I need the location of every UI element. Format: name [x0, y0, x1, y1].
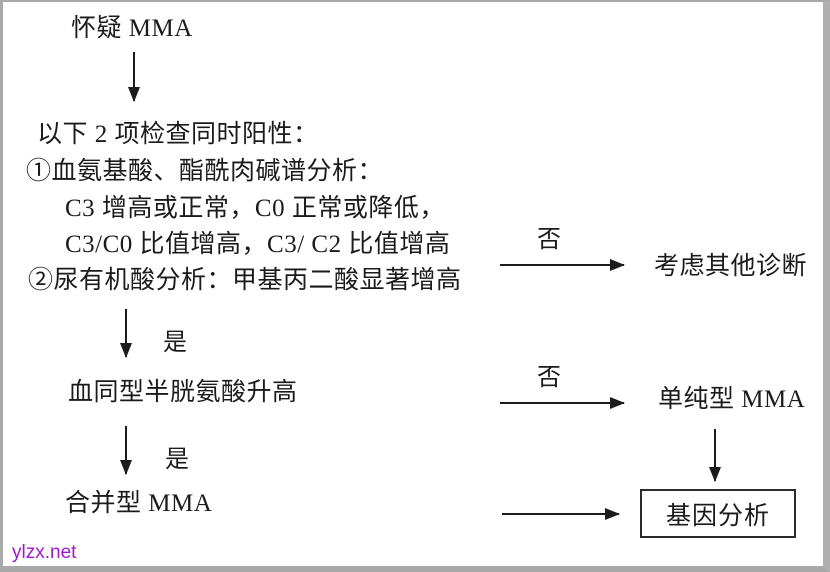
- node-combined-mma: 合并型 MMA: [65, 490, 213, 517]
- branch-label-yes-1: 是: [163, 330, 187, 356]
- node-gene-analysis-box: 基因分析: [640, 489, 796, 538]
- branch-label-no-1: 否: [537, 227, 561, 253]
- criteria-item-1-detail-a: C3 增高或正常，C0 正常或降低，: [65, 195, 445, 222]
- branch-label-yes-2: 是: [165, 447, 189, 473]
- node-suspect-mma: 怀疑 MMA: [71, 15, 193, 42]
- criteria-item-1: ①血氨基酸、酯酰肉碱谱分析：: [26, 158, 384, 185]
- node-other-diagnosis: 考虑其他诊断: [654, 253, 808, 280]
- watermark-text: ylzx.net: [12, 542, 77, 563]
- branch-label-no-2: 否: [537, 365, 561, 391]
- criteria-item-1-detail-b: C3/C0 比值增高，C3/ C2 比值增高: [65, 231, 451, 258]
- node-homocysteine-elevated: 血同型半胱氨酸升高: [68, 379, 298, 406]
- node-gene-analysis-label: 基因分析: [665, 502, 770, 530]
- criteria-heading: 以下 2 项检查同时阳性：: [37, 121, 319, 148]
- criteria-item-2: ②尿有机酸分析：甲基丙二酸显著增高: [28, 267, 462, 294]
- node-isolated-mma: 单纯型 MMA: [658, 386, 806, 413]
